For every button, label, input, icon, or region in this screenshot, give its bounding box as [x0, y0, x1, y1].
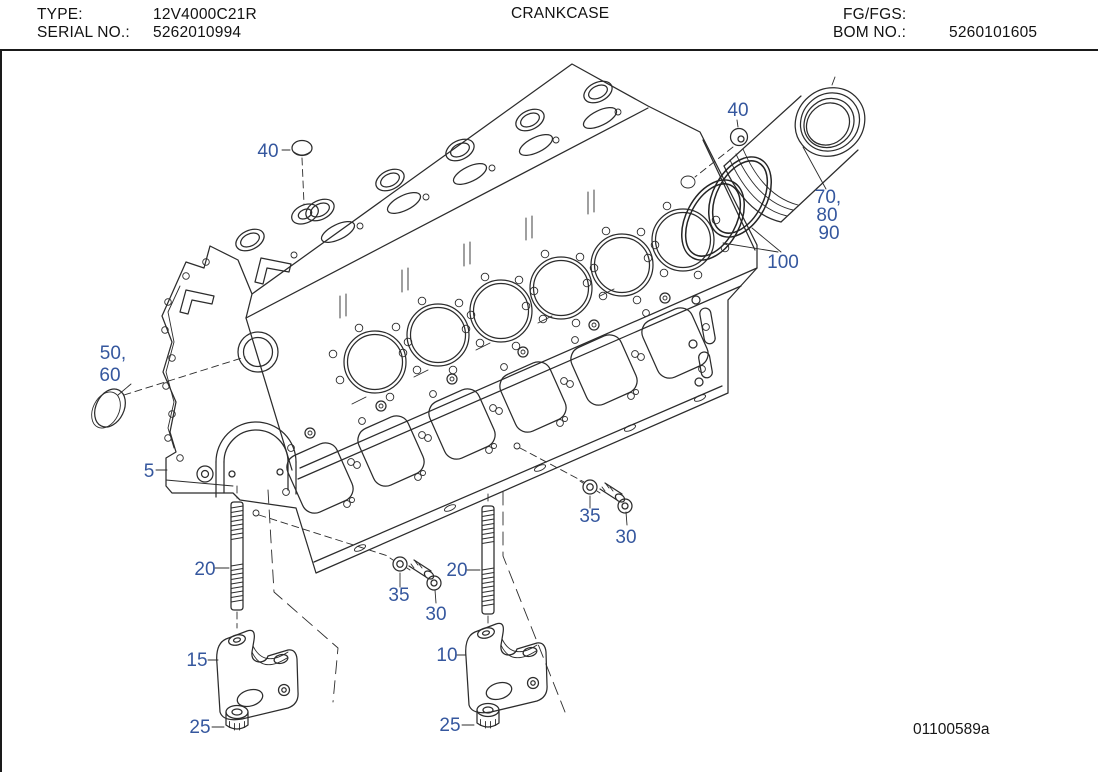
block-machined-features	[161, 80, 730, 607]
callout-20-right[interactable]: 20	[446, 560, 467, 581]
callout-70[interactable]: 70,	[815, 187, 841, 208]
callout-50[interactable]: 50,	[100, 343, 126, 364]
header-divider	[0, 49, 1098, 51]
callout-80[interactable]: 80	[816, 205, 837, 226]
type-label: TYPE:	[37, 6, 83, 23]
fg-label: FG/FGS:	[843, 6, 907, 23]
callout-10[interactable]: 10	[436, 645, 457, 666]
serial-label: SERIAL NO.:	[37, 24, 130, 41]
bolt-part	[408, 559, 442, 591]
serial-value: 5262010994	[153, 24, 242, 41]
stud-part	[481, 505, 495, 615]
figure-number: 01100589a	[913, 721, 990, 738]
callout-15[interactable]: 15	[186, 650, 207, 671]
nut-part	[389, 556, 411, 572]
callout-40-top-left[interactable]: 40	[257, 141, 278, 162]
type-value: 12V4000C21R	[153, 6, 257, 23]
page-title: CRANKCASE	[511, 5, 610, 22]
o-ring-part	[681, 179, 745, 261]
callout-60[interactable]: 60	[99, 365, 120, 386]
callout-5[interactable]: 5	[144, 461, 155, 482]
callout-100[interactable]: 100	[767, 252, 799, 273]
cylinder-liner-part	[723, 76, 866, 223]
callout-90[interactable]: 90	[818, 223, 839, 244]
camshaft-bushing-part	[91, 388, 126, 429]
leader-lines	[117, 119, 827, 728]
stud-part	[230, 501, 244, 611]
callout-20-left[interactable]: 20	[194, 559, 215, 580]
bolt-part	[599, 482, 633, 514]
callout-40-top-right[interactable]: 40	[727, 100, 748, 121]
screw-plug-part	[729, 127, 749, 147]
callout-25-right[interactable]: 25	[439, 715, 460, 736]
callout-30-left[interactable]: 30	[425, 604, 446, 625]
nut-part	[579, 479, 601, 495]
engine-block-outline	[161, 63, 758, 574]
callout-25-left[interactable]: 25	[189, 717, 210, 738]
o-ring-part	[708, 156, 772, 238]
hex-nut-part	[476, 702, 500, 729]
callout-35-left[interactable]: 35	[388, 585, 409, 606]
callout-30-right[interactable]: 30	[615, 527, 636, 548]
bom-label: BOM NO.:	[833, 24, 907, 41]
part-callouts: 40 40 70, 80 90 100 50, 60 5 20 35 30 20…	[99, 100, 841, 738]
callout-35-right[interactable]: 35	[579, 506, 600, 527]
screw-plug-part	[291, 139, 313, 157]
page-left-border	[0, 50, 2, 772]
bom-value: 5260101605	[949, 24, 1038, 41]
bearing-cap-part	[216, 629, 299, 721]
